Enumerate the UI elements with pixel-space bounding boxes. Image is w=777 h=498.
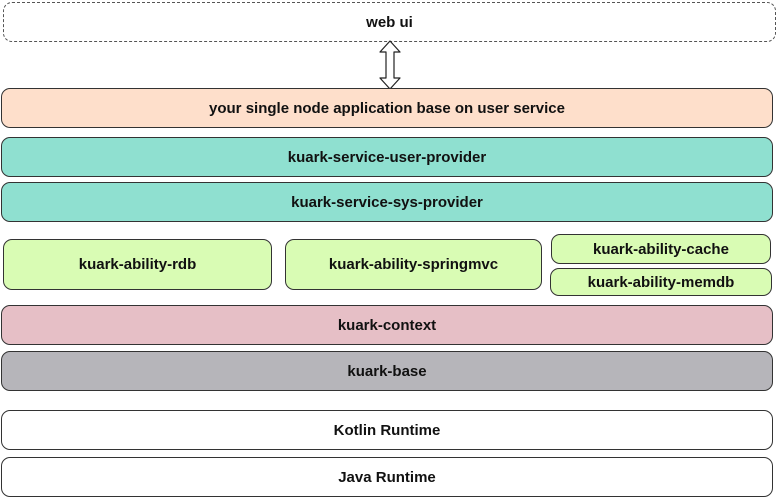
context-layer: kuark-context — [1, 305, 773, 345]
ability-memdb-box: kuark-ability-memdb — [550, 268, 772, 296]
web-ui-box: web ui — [3, 2, 776, 42]
kotlin-runtime-label: Kotlin Runtime — [333, 421, 441, 439]
bidirectional-arrow-icon — [379, 40, 401, 90]
application-label: your single node application base on use… — [209, 99, 565, 117]
base-layer: kuark-base — [1, 351, 773, 391]
java-runtime-layer: Java Runtime — [1, 457, 773, 497]
ability-springmvc-label: kuark-ability-springmvc — [328, 256, 499, 273]
sys-provider-label: kuark-service-sys-provider — [291, 193, 483, 211]
user-provider-layer: kuark-service-user-provider — [1, 137, 773, 177]
ability-memdb-label: kuark-ability-memdb — [587, 273, 735, 291]
sys-provider-layer: kuark-service-sys-provider — [1, 182, 773, 222]
base-label: kuark-base — [347, 362, 427, 380]
ability-cache-label: kuark-ability-cache — [593, 240, 729, 258]
java-runtime-label: Java Runtime — [338, 468, 436, 486]
ability-rdb-label: kuark-ability-rdb — [78, 256, 197, 273]
context-label: kuark-context — [337, 316, 437, 334]
application-layer: your single node application base on use… — [1, 88, 773, 128]
kotlin-runtime-layer: Kotlin Runtime — [1, 410, 773, 450]
ability-springmvc-box: kuark-ability-springmvc — [285, 239, 542, 290]
web-ui-label: web ui — [366, 13, 413, 31]
ability-cache-box: kuark-ability-cache — [551, 234, 771, 264]
user-provider-label: kuark-service-user-provider — [287, 148, 487, 166]
ability-rdb-box: kuark-ability-rdb — [3, 239, 272, 290]
